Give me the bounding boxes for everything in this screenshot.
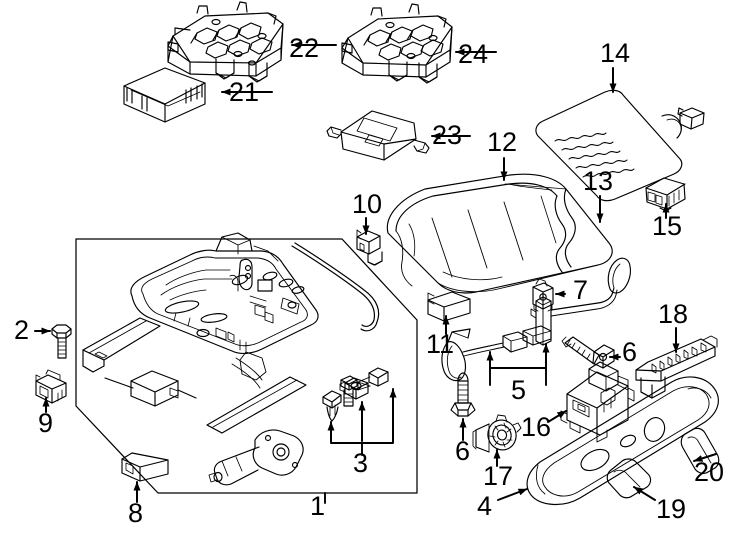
part-7-retainer-clip [532,278,554,312]
part-22-occupancy-sensor-mat [167,1,284,83]
callout-label-18: 18 [658,299,689,329]
callout-label-10: 10 [352,189,383,219]
part-8-track-end-cover [121,452,169,482]
callout-label-17: 17 [483,461,514,491]
seat-track-frame [82,232,380,486]
part-19-trim-cap [606,458,652,499]
callout-label-21: 21 [229,77,260,107]
part-2-hex-bolt [51,324,72,359]
callout-label-22: 22 [289,33,320,63]
callout-label-24: 24 [458,39,489,69]
callout-label-2: 2 [14,315,30,345]
callout-label-13: 13 [583,166,614,196]
part-20-trim-cap-oval [680,427,720,474]
part-6b-flange-bolt [450,372,476,417]
part-24-occupancy-sensor-mat [341,3,453,84]
callout-label-14: 14 [600,38,631,68]
callout-label-1: 1 [310,491,326,521]
part-14-seat-heater-mat [535,89,705,202]
callout-label-8: 8 [128,498,144,528]
callout-label-11: 11 [426,329,455,359]
callout-label-6b: 6 [455,436,471,466]
callout-label-5: 5 [511,375,527,405]
part-21-control-module [123,67,206,123]
callout-label-4: 4 [477,491,493,521]
callout-label-19: 19 [656,494,687,524]
callout-label-16: 16 [521,412,552,442]
callout-label-9: 9 [38,408,54,438]
callout-label-7: 7 [573,275,589,305]
leader-lines [34,41,717,504]
part-17-lumbar-knob [472,414,522,453]
part-9-track-cover-bracket [35,369,67,404]
part-16-adjuster-switch [560,361,635,443]
callout-label-23: 23 [432,120,463,150]
part-6a-flange-bolt [561,336,615,369]
part-4-side-trim-panel [526,376,719,505]
part-23-airbag-control-module [326,110,430,161]
part-5-harness-bracket-set [441,257,632,382]
callout-label-6a: 6 [622,337,638,367]
callout-label-20: 20 [694,457,725,487]
group-1-outline [75,238,418,494]
part-3-fastener-set [322,367,389,422]
part-11-cushion-bracket [427,291,471,322]
callout-label-12: 12 [487,127,518,157]
part-12-13-seat-cushion [386,173,613,294]
callout-label-15: 15 [652,211,683,241]
callout-label-3: 3 [353,448,369,478]
